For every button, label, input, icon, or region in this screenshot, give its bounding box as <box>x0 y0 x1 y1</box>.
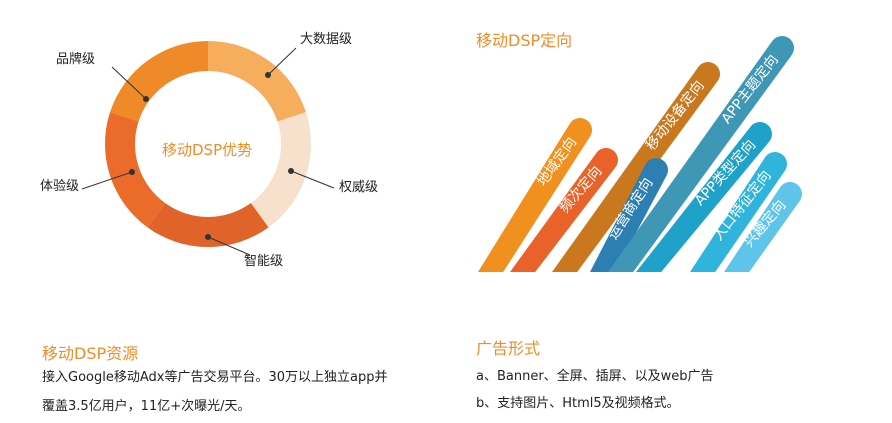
targeting-bar-label-shebei: 移动设备定向 <box>642 77 707 154</box>
targeting-bar-shape-shebei <box>552 62 720 272</box>
donut-leader-lines <box>81 47 335 256</box>
donut-dot-dashuju <box>265 72 271 78</box>
donut-dot-pinpai <box>143 96 149 102</box>
targeting-bar-shape-diyu <box>478 118 592 272</box>
targeting-bar-shape-yunying <box>590 158 668 272</box>
targeting-bar-shape-renkou <box>690 152 787 272</box>
targeting-title: 移动DSP定向 <box>476 31 573 50</box>
targeting-bar-label-app-zhuti: APP主题定向 <box>718 52 781 127</box>
targeting-bar-shape-pinci <box>510 148 619 272</box>
targeting-bar-shape-xingqu <box>724 181 802 272</box>
donut-dot-quanwei <box>288 168 294 174</box>
resources-line-1: 接入Google移动Adx等广告交易平台。30万以上独立app并 <box>42 370 388 385</box>
donut-label-dashuju: 大数据级 <box>300 32 353 47</box>
donut-label-quanwei: 权威级 <box>339 180 379 195</box>
donut-label-zhineng: 智能级 <box>244 254 284 269</box>
donut-dot-zhineng <box>205 234 211 240</box>
formats-title: 广告形式 <box>476 339 541 358</box>
donut-center-label: 移动DSP优势 <box>162 141 253 159</box>
donut-label-pinpai: 品牌级 <box>56 52 96 67</box>
formats-line-1: a、Banner、全屏、插屏、以及web广告 <box>476 369 714 384</box>
donut-label-tiyan: 体验级 <box>40 179 80 194</box>
targeting-bar-shape-app-leixing <box>636 122 772 272</box>
donut-dot-tiyan <box>129 169 135 175</box>
donut-segment-tiyan <box>104 112 166 228</box>
resources-title: 移动DSP资源 <box>42 344 139 363</box>
resources-line-2: 覆盖3.5亿用户，11亿+次曝光/天。 <box>42 399 251 414</box>
targeting-bar-shape-app-zhuti <box>608 35 794 273</box>
donut-segment-pinpai <box>110 41 208 122</box>
donut-segment-dashuju <box>208 41 306 122</box>
donut-segment-zhineng <box>147 203 269 247</box>
formats-line-2: b、支持图片、Html5及视频格式。 <box>476 396 680 411</box>
donut-segment-quanwei <box>250 112 311 228</box>
